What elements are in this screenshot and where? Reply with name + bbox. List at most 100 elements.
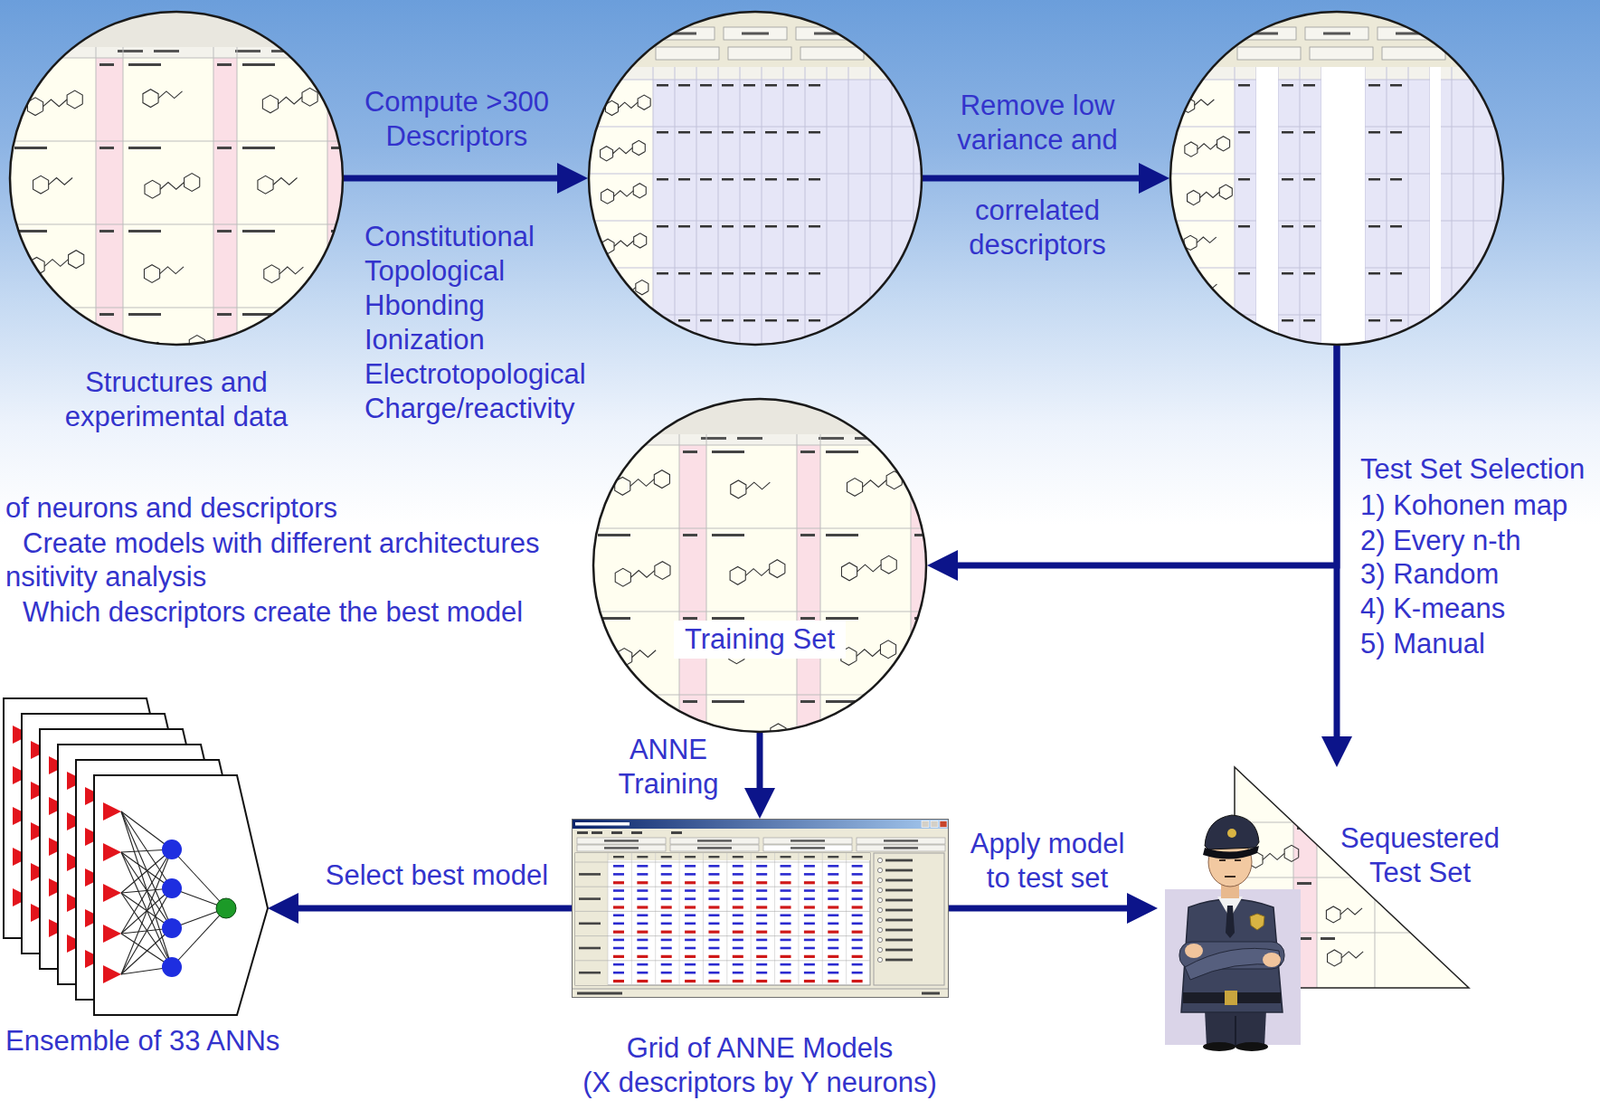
illustration-part bbox=[1299, 66, 1301, 346]
hidden-neuron bbox=[161, 839, 182, 860]
illustration-part bbox=[213, 47, 215, 346]
test-set-triangle: Sequestered Test Set bbox=[1157, 766, 1511, 1051]
illustration-part bbox=[1390, 178, 1402, 181]
annotation-text: nsitivity analysis bbox=[5, 559, 207, 595]
illustration-part bbox=[1429, 66, 1441, 346]
illustration-part bbox=[721, 272, 734, 275]
illustration-part bbox=[921, 992, 940, 995]
illustration-part bbox=[1184, 943, 1203, 958]
illustration-part bbox=[756, 955, 767, 958]
illustration-part bbox=[575, 852, 871, 985]
illustration-part bbox=[786, 178, 799, 181]
illustration-part bbox=[743, 272, 756, 275]
molecule-ring bbox=[603, 331, 616, 346]
illustration-part bbox=[1382, 47, 1446, 60]
illustration-part bbox=[756, 946, 767, 950]
molecule-ring bbox=[840, 732, 856, 751]
illustration-part bbox=[1281, 272, 1294, 275]
illustration-part bbox=[780, 880, 792, 884]
illustration-part bbox=[708, 880, 720, 884]
illustration-part bbox=[852, 880, 863, 884]
illustration-part bbox=[331, 63, 346, 67]
illustration-part bbox=[613, 872, 625, 876]
illustration-part bbox=[613, 880, 625, 884]
illustration-part bbox=[1262, 952, 1281, 967]
illustration-part bbox=[852, 930, 863, 934]
illustration-part bbox=[723, 27, 787, 40]
illustration-part bbox=[1181, 899, 1283, 1013]
illustration-part bbox=[780, 946, 792, 950]
molecule-ring bbox=[841, 562, 857, 581]
molecule-ring bbox=[633, 183, 646, 199]
illustration-part bbox=[718, 66, 720, 346]
illustration-part bbox=[708, 864, 720, 868]
illustration-part bbox=[587, 173, 923, 175]
illustration-part bbox=[886, 32, 914, 36]
illustration-part bbox=[877, 937, 882, 942]
illustration-part bbox=[732, 864, 744, 868]
illustration-part bbox=[1204, 1009, 1267, 1047]
illustration-part bbox=[587, 267, 923, 269]
illustration-part bbox=[9, 141, 344, 143]
illustration-part bbox=[661, 938, 673, 942]
molecule-ring bbox=[257, 175, 274, 194]
illustration-part bbox=[575, 852, 871, 861]
illustration-part bbox=[1238, 178, 1250, 181]
illustration-part bbox=[780, 971, 792, 975]
illustration-part bbox=[820, 434, 822, 733]
illustration-part bbox=[1316, 766, 1318, 988]
illustration-part bbox=[636, 946, 648, 950]
illustration-part bbox=[684, 880, 696, 884]
illustration-part bbox=[661, 889, 673, 892]
illustration-part bbox=[684, 872, 696, 876]
illustration-part bbox=[780, 930, 792, 934]
illustration-part bbox=[885, 958, 913, 962]
input-neuron bbox=[103, 965, 122, 984]
illustration-part bbox=[1235, 1041, 1269, 1051]
illustration-part bbox=[656, 84, 669, 87]
illustration-part bbox=[636, 872, 648, 876]
circle-outline bbox=[593, 398, 927, 732]
illustration-part bbox=[743, 131, 756, 134]
molecule-chain bbox=[1196, 331, 1217, 338]
illustration-part bbox=[1309, 47, 1373, 60]
molecule-ring bbox=[262, 94, 278, 114]
edge-label: Compute >300 Descriptors bbox=[357, 85, 557, 154]
illustration-part bbox=[661, 955, 673, 958]
illustration-part bbox=[885, 869, 913, 872]
illustration-part bbox=[827, 946, 839, 950]
illustration-part bbox=[756, 897, 767, 900]
illustration-part bbox=[756, 855, 767, 858]
illustration-part bbox=[1390, 272, 1402, 275]
molecule-ring bbox=[769, 559, 786, 578]
illustration-part bbox=[235, 49, 261, 53]
molecule-chain bbox=[746, 732, 770, 740]
illustration-part bbox=[827, 889, 839, 892]
illustration-part bbox=[1238, 225, 1250, 228]
illustration-part bbox=[877, 857, 882, 862]
illustration-part bbox=[708, 955, 720, 958]
illustration-part bbox=[697, 846, 732, 849]
illustration-part bbox=[700, 436, 727, 440]
illustration-part bbox=[827, 855, 839, 858]
molecule-ring bbox=[1187, 189, 1201, 205]
illustration-part bbox=[577, 844, 666, 852]
illustration-part bbox=[171, 908, 227, 967]
node-caption: Structures and experimental data bbox=[63, 365, 290, 435]
illustration-part bbox=[1390, 84, 1402, 87]
illustration-part bbox=[578, 897, 601, 900]
molecule-ring bbox=[264, 265, 280, 284]
circle-outline bbox=[1170, 11, 1504, 345]
molecule-chain bbox=[1196, 236, 1217, 243]
illustration-part bbox=[1323, 32, 1351, 36]
illustration-part bbox=[804, 955, 815, 958]
molecule-chain bbox=[158, 91, 182, 99]
molecule-chain bbox=[1200, 191, 1221, 198]
illustration-part bbox=[682, 533, 698, 537]
illustration-part bbox=[128, 146, 161, 150]
illustration-part bbox=[1408, 66, 1410, 346]
illustration-part bbox=[700, 319, 712, 322]
illustration-part bbox=[636, 880, 648, 884]
illustration-part bbox=[1368, 272, 1381, 275]
illustration-part bbox=[706, 434, 708, 733]
